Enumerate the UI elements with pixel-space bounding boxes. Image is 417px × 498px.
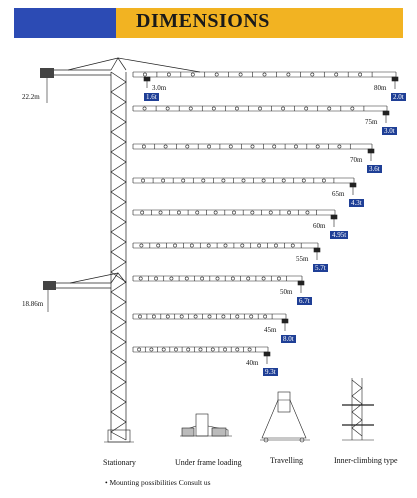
jib-row	[132, 275, 305, 293]
jib-row	[132, 143, 375, 161]
jib-load-badge: 2.0t	[391, 93, 406, 101]
jib-length-label: 70m	[350, 156, 363, 164]
height-label-lower: 18.86m	[22, 300, 44, 308]
upper-counter-jib	[42, 57, 201, 76]
mounting-note-text: Mounting possibilities Consult us	[109, 478, 211, 487]
inner-climbing-base	[342, 378, 374, 441]
title-banner-accent	[116, 8, 403, 38]
jib-length-label: 60m	[313, 222, 326, 230]
tower-mast	[110, 71, 127, 441]
jib-length-label: 65m	[332, 190, 345, 198]
jib-row	[132, 105, 390, 123]
jib-load-badge: 4.95t	[330, 231, 349, 239]
mounting-note: • Mounting possibilities Consult us	[105, 478, 211, 487]
jib-load-badge: 3.6t	[367, 165, 382, 173]
jib-row	[132, 242, 321, 260]
jib-length-label: 50m	[280, 288, 293, 296]
stationary-base	[104, 429, 134, 443]
jib-row	[132, 71, 399, 89]
under-frame-base	[180, 413, 232, 437]
jib-load-badge: 3.0t	[382, 127, 397, 135]
page-title: DIMENSIONS	[136, 10, 270, 32]
jib-length-label: 55m	[296, 255, 309, 263]
jib-load-badge: 6.7t	[297, 297, 312, 305]
jib-load-badge: 5.7t	[313, 264, 328, 272]
jib-row	[132, 313, 289, 331]
caption-under-frame: Under frame loading	[175, 458, 242, 467]
jib-rows	[132, 71, 399, 364]
jib-row	[132, 209, 338, 227]
jib-row	[132, 346, 271, 364]
counterweight-lower	[43, 281, 56, 290]
jib-load-badge: 4.3t	[349, 199, 364, 207]
tip-load-badge: 1.6t	[144, 93, 159, 101]
jib-load-badge: 9.3t	[263, 368, 278, 376]
jib-length-label: 45m	[264, 326, 277, 334]
jib-length-label: 80m	[374, 84, 387, 92]
tip-span-label: 3.0m	[152, 84, 167, 92]
jib-length-label: 40m	[246, 359, 259, 367]
counterweight-upper	[40, 68, 54, 78]
height-label-upper: 22.2m	[22, 93, 40, 101]
lower-counter-jib	[45, 272, 127, 289]
jib-length-label: 75m	[365, 118, 378, 126]
jib-load-badge: 8.0t	[281, 335, 296, 343]
travelling-base	[260, 391, 310, 443]
caption-inner-climbing: Inner-climbing type	[334, 456, 398, 465]
jib-row	[132, 177, 357, 195]
caption-stationary: Stationary	[103, 458, 136, 467]
caption-travelling: Travelling	[270, 456, 304, 465]
